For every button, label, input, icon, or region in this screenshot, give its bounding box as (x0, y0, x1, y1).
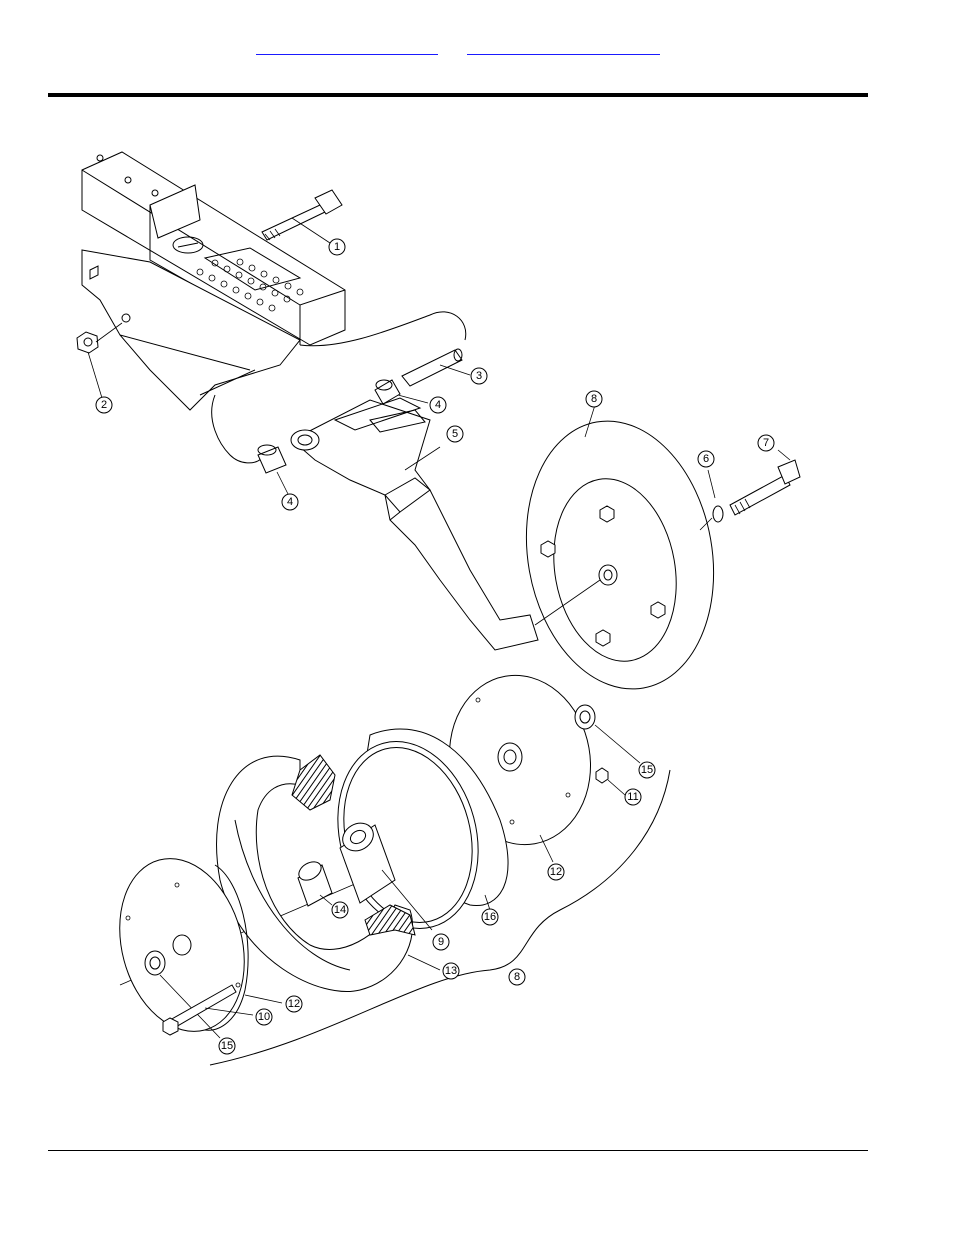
toolbar-frame (82, 152, 345, 410)
bolt-1 (262, 190, 342, 243)
spacer-14 (296, 858, 332, 906)
svg-text:13: 13 (445, 965, 457, 977)
svg-text:3: 3 (476, 370, 482, 382)
svg-text:4: 4 (435, 399, 441, 411)
svg-text:16: 16 (484, 911, 496, 923)
callout: 5 (447, 426, 463, 442)
callout: 7 (758, 435, 774, 451)
press-wheel-arm-5 (291, 398, 538, 650)
svg-text:15: 15 (641, 764, 653, 776)
svg-text:8: 8 (514, 971, 520, 983)
svg-text:8: 8 (591, 393, 597, 405)
bolt-7 (730, 450, 800, 515)
callout: 10 (256, 1009, 272, 1025)
callout: 9 (433, 934, 449, 950)
callout: 16 (482, 909, 498, 925)
callout: 8 (509, 969, 525, 985)
svg-text:5: 5 (452, 428, 458, 440)
svg-text:12: 12 (550, 866, 562, 878)
callout: 15 (219, 1038, 235, 1054)
press-wheel-8-assembled (506, 405, 734, 704)
svg-text:4: 4 (287, 496, 293, 508)
callout: 4 (430, 397, 446, 413)
callout: 13 (443, 963, 459, 979)
callout: 14 (332, 902, 348, 918)
callout: 12 (548, 864, 564, 880)
callout: 11 (625, 789, 641, 805)
footer-rule (48, 1150, 868, 1151)
svg-text:11: 11 (627, 791, 638, 803)
nut-2 (77, 323, 122, 398)
svg-text:6: 6 (703, 453, 709, 465)
callout: 1 (329, 239, 345, 255)
callout: 8 (586, 391, 602, 407)
nut-11 (596, 768, 625, 795)
svg-text:9: 9 (438, 936, 444, 948)
svg-text:15: 15 (221, 1040, 233, 1052)
callout: 3 (471, 368, 487, 384)
svg-text:10: 10 (258, 1011, 270, 1023)
svg-text:12: 12 (288, 998, 300, 1010)
svg-text:7: 7 (763, 437, 769, 449)
callout: 6 (698, 451, 714, 467)
svg-text:1: 1 (334, 241, 340, 253)
pin-3 (402, 349, 470, 386)
callout: 12 (286, 996, 302, 1012)
bushing-4-upper (375, 380, 428, 404)
callout: 2 (96, 397, 112, 413)
phantom-curve-left (212, 395, 262, 463)
svg-text:2: 2 (101, 399, 107, 411)
bushing-4-lower (258, 445, 288, 494)
callout: 4 (282, 494, 298, 510)
svg-text:14: 14 (334, 904, 346, 916)
callout: 15 (639, 762, 655, 778)
